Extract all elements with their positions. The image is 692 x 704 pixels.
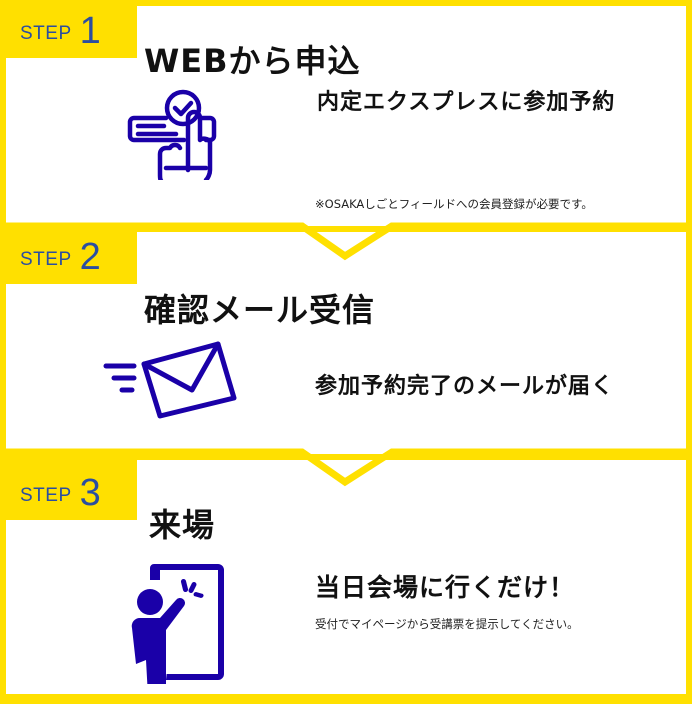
step-1-lead: 内定エクスプレスに参加予約 (317, 90, 616, 115)
step-2-lead: 参加予約完了のメールが届く (315, 374, 615, 399)
step-2-title: 確認メール受信 (144, 291, 376, 329)
step-3-note: 受付でマイページから受講票を提示してください。 (315, 617, 579, 631)
step-number: 3 (79, 472, 101, 514)
step-label: STEP (20, 23, 72, 44)
step-1-title: WEBから申込 (144, 42, 361, 80)
step-1-note: ※OSAKAしごとフィールドへの会員登録が必要です。 (315, 197, 593, 211)
hand-tap-checkmark-icon (127, 89, 217, 180)
step-2-tab: STEP 2 (0, 226, 137, 284)
step-label: STEP (20, 249, 72, 270)
step-number: 2 (79, 236, 101, 278)
step-3-title: 来場 (149, 506, 216, 544)
step-1-tab: STEP 1 (0, 0, 137, 58)
step-3-lead: 当日会場に行くだけ！ (315, 573, 576, 602)
step-number: 1 (79, 10, 101, 52)
sending-envelope-icon (103, 341, 237, 419)
step-label: STEP (20, 485, 72, 506)
step-3-tab: STEP 3 (0, 458, 137, 520)
step-divider-arrow-2 (6, 448, 686, 487)
person-at-door-icon (131, 564, 224, 684)
step-divider-arrow-overlay (6, 222, 686, 261)
